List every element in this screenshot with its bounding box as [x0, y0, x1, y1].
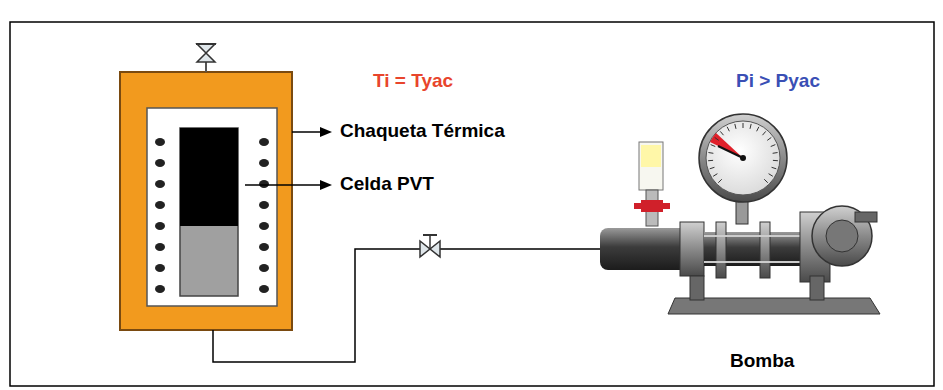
gauge-tick	[757, 127, 759, 131]
heater-dot	[259, 243, 269, 251]
gauge-tick	[708, 152, 713, 154]
gauge-tick	[750, 124, 751, 129]
heater-dot	[259, 201, 269, 209]
pipe-valve	[420, 235, 440, 257]
pump-label: Bomba	[730, 350, 794, 373]
cell-label: Celda PVT	[340, 173, 434, 196]
gauge-tick	[711, 145, 716, 147]
heater-dot	[155, 243, 165, 251]
heater-dot	[259, 180, 269, 188]
thermal-jacket	[120, 72, 292, 330]
heater-dots	[155, 138, 269, 293]
jacket-label: Chaqueta Térmica	[340, 120, 505, 143]
gauge-tick	[735, 124, 736, 129]
leader-lines	[245, 127, 332, 190]
gauge-tick	[773, 160, 778, 161]
gauge-tick	[764, 179, 768, 183]
gauge-tick	[715, 137, 719, 140]
heater-dot	[155, 201, 165, 209]
pipe	[213, 249, 605, 362]
heater-dot	[259, 159, 269, 167]
top-valve	[196, 44, 216, 72]
heater-dot	[155, 180, 165, 188]
heater-dot	[155, 138, 165, 146]
gauge-tick	[720, 131, 723, 135]
heater-dot	[259, 222, 269, 230]
cell-fluid	[180, 128, 238, 226]
gauge-tick	[727, 127, 729, 131]
pressure-label: Pi > Pyac	[736, 70, 820, 93]
gauge-tick	[773, 152, 778, 154]
gauge-tick	[713, 174, 717, 177]
heater-dot	[155, 222, 165, 230]
gauge-tick	[769, 174, 773, 177]
gauge-tick	[767, 137, 771, 140]
frame	[10, 22, 934, 386]
heater-dot	[155, 264, 165, 272]
pvt-cell	[180, 128, 238, 296]
temperature-label: Ti = Tyac	[373, 70, 453, 93]
heater-dot	[259, 285, 269, 293]
heater-dot	[155, 159, 165, 167]
pump-illustration	[600, 114, 880, 314]
gauge-tick	[708, 160, 713, 161]
gauge-tick	[772, 167, 777, 169]
gauge-tick	[771, 145, 776, 147]
gauge-tick	[718, 179, 722, 183]
heater-dot	[259, 264, 269, 272]
jacket-inner	[147, 108, 277, 306]
heater-dot	[155, 285, 165, 293]
gauge-tick	[710, 167, 715, 169]
gauge-tick	[762, 131, 765, 135]
heater-dot	[259, 138, 269, 146]
gauge-tick	[743, 123, 744, 128]
